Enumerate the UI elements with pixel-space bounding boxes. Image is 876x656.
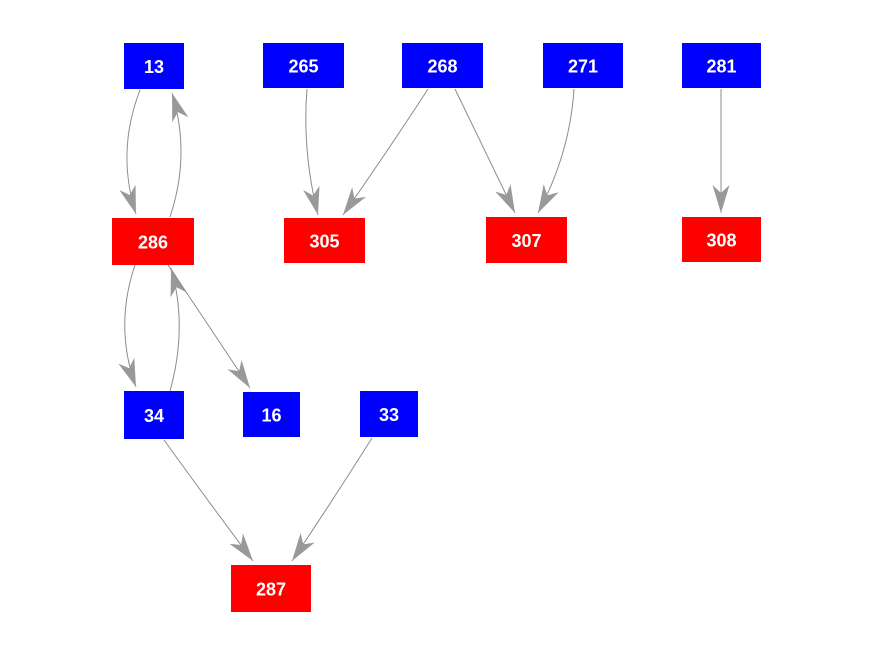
arrowhead-33-287 bbox=[292, 533, 315, 561]
node-label-287: 287 bbox=[256, 580, 286, 600]
node-label-286: 286 bbox=[138, 233, 168, 253]
arrowhead-268-305 bbox=[343, 187, 366, 215]
node-308: 308 bbox=[682, 217, 761, 262]
node-label-271: 271 bbox=[568, 57, 598, 77]
node-13: 13 bbox=[124, 43, 184, 89]
node-16: 16 bbox=[243, 392, 300, 437]
arrowhead-265-305 bbox=[303, 185, 320, 215]
node-33: 33 bbox=[360, 391, 418, 437]
edge-268-305 bbox=[342, 88, 429, 216]
node-label-307: 307 bbox=[511, 231, 541, 251]
node-label-34: 34 bbox=[144, 406, 164, 426]
node-rect-281 bbox=[682, 43, 761, 88]
node-rect-307 bbox=[486, 217, 567, 263]
node-265: 265 bbox=[263, 43, 344, 88]
node-287: 287 bbox=[231, 565, 311, 612]
arrowhead-34-287 bbox=[229, 533, 253, 561]
nodes-layer: 13 265 268 271 281 286 305 307 308 34 16 33 287 bbox=[112, 43, 761, 612]
node-rect-287 bbox=[231, 565, 311, 612]
node-label-305: 305 bbox=[309, 232, 339, 252]
node-rect-16 bbox=[243, 392, 300, 437]
node-rect-268 bbox=[402, 43, 483, 88]
edges-layer bbox=[118, 88, 730, 562]
node-281: 281 bbox=[682, 43, 761, 88]
arrowhead-286-16 bbox=[227, 360, 250, 388]
node-rect-13 bbox=[124, 43, 184, 89]
edge-268-307 bbox=[454, 88, 516, 214]
node-label-308: 308 bbox=[706, 231, 736, 251]
node-34: 34 bbox=[124, 391, 184, 439]
arrowhead-13-286 bbox=[119, 184, 136, 214]
arrowhead-286-13 bbox=[172, 93, 189, 123]
arrowhead-271-307 bbox=[538, 184, 559, 213]
node-rect-34 bbox=[124, 391, 184, 439]
node-rect-308 bbox=[682, 217, 761, 262]
node-307: 307 bbox=[486, 217, 567, 263]
node-rect-271 bbox=[543, 43, 623, 88]
node-271: 271 bbox=[543, 43, 623, 88]
node-label-16: 16 bbox=[261, 406, 281, 426]
arrowhead-281-308 bbox=[712, 185, 730, 213]
node-rect-286 bbox=[112, 218, 194, 265]
node-268: 268 bbox=[402, 43, 483, 88]
node-label-281: 281 bbox=[706, 57, 736, 77]
node-rect-33 bbox=[360, 391, 418, 437]
node-286: 286 bbox=[112, 218, 194, 265]
node-rect-305 bbox=[284, 218, 365, 263]
node-label-268: 268 bbox=[427, 57, 457, 77]
edge-33-287 bbox=[291, 437, 373, 562]
node-rect-265 bbox=[263, 43, 344, 88]
node-label-265: 265 bbox=[288, 57, 318, 77]
node-305: 305 bbox=[284, 218, 365, 263]
node-label-13: 13 bbox=[144, 57, 164, 77]
arrowhead-268-307 bbox=[495, 184, 515, 213]
edge-286-16 bbox=[167, 264, 251, 389]
node-label-33: 33 bbox=[379, 405, 399, 425]
arrowhead-286-34 bbox=[118, 357, 136, 387]
edge-34-287 bbox=[163, 439, 254, 562]
